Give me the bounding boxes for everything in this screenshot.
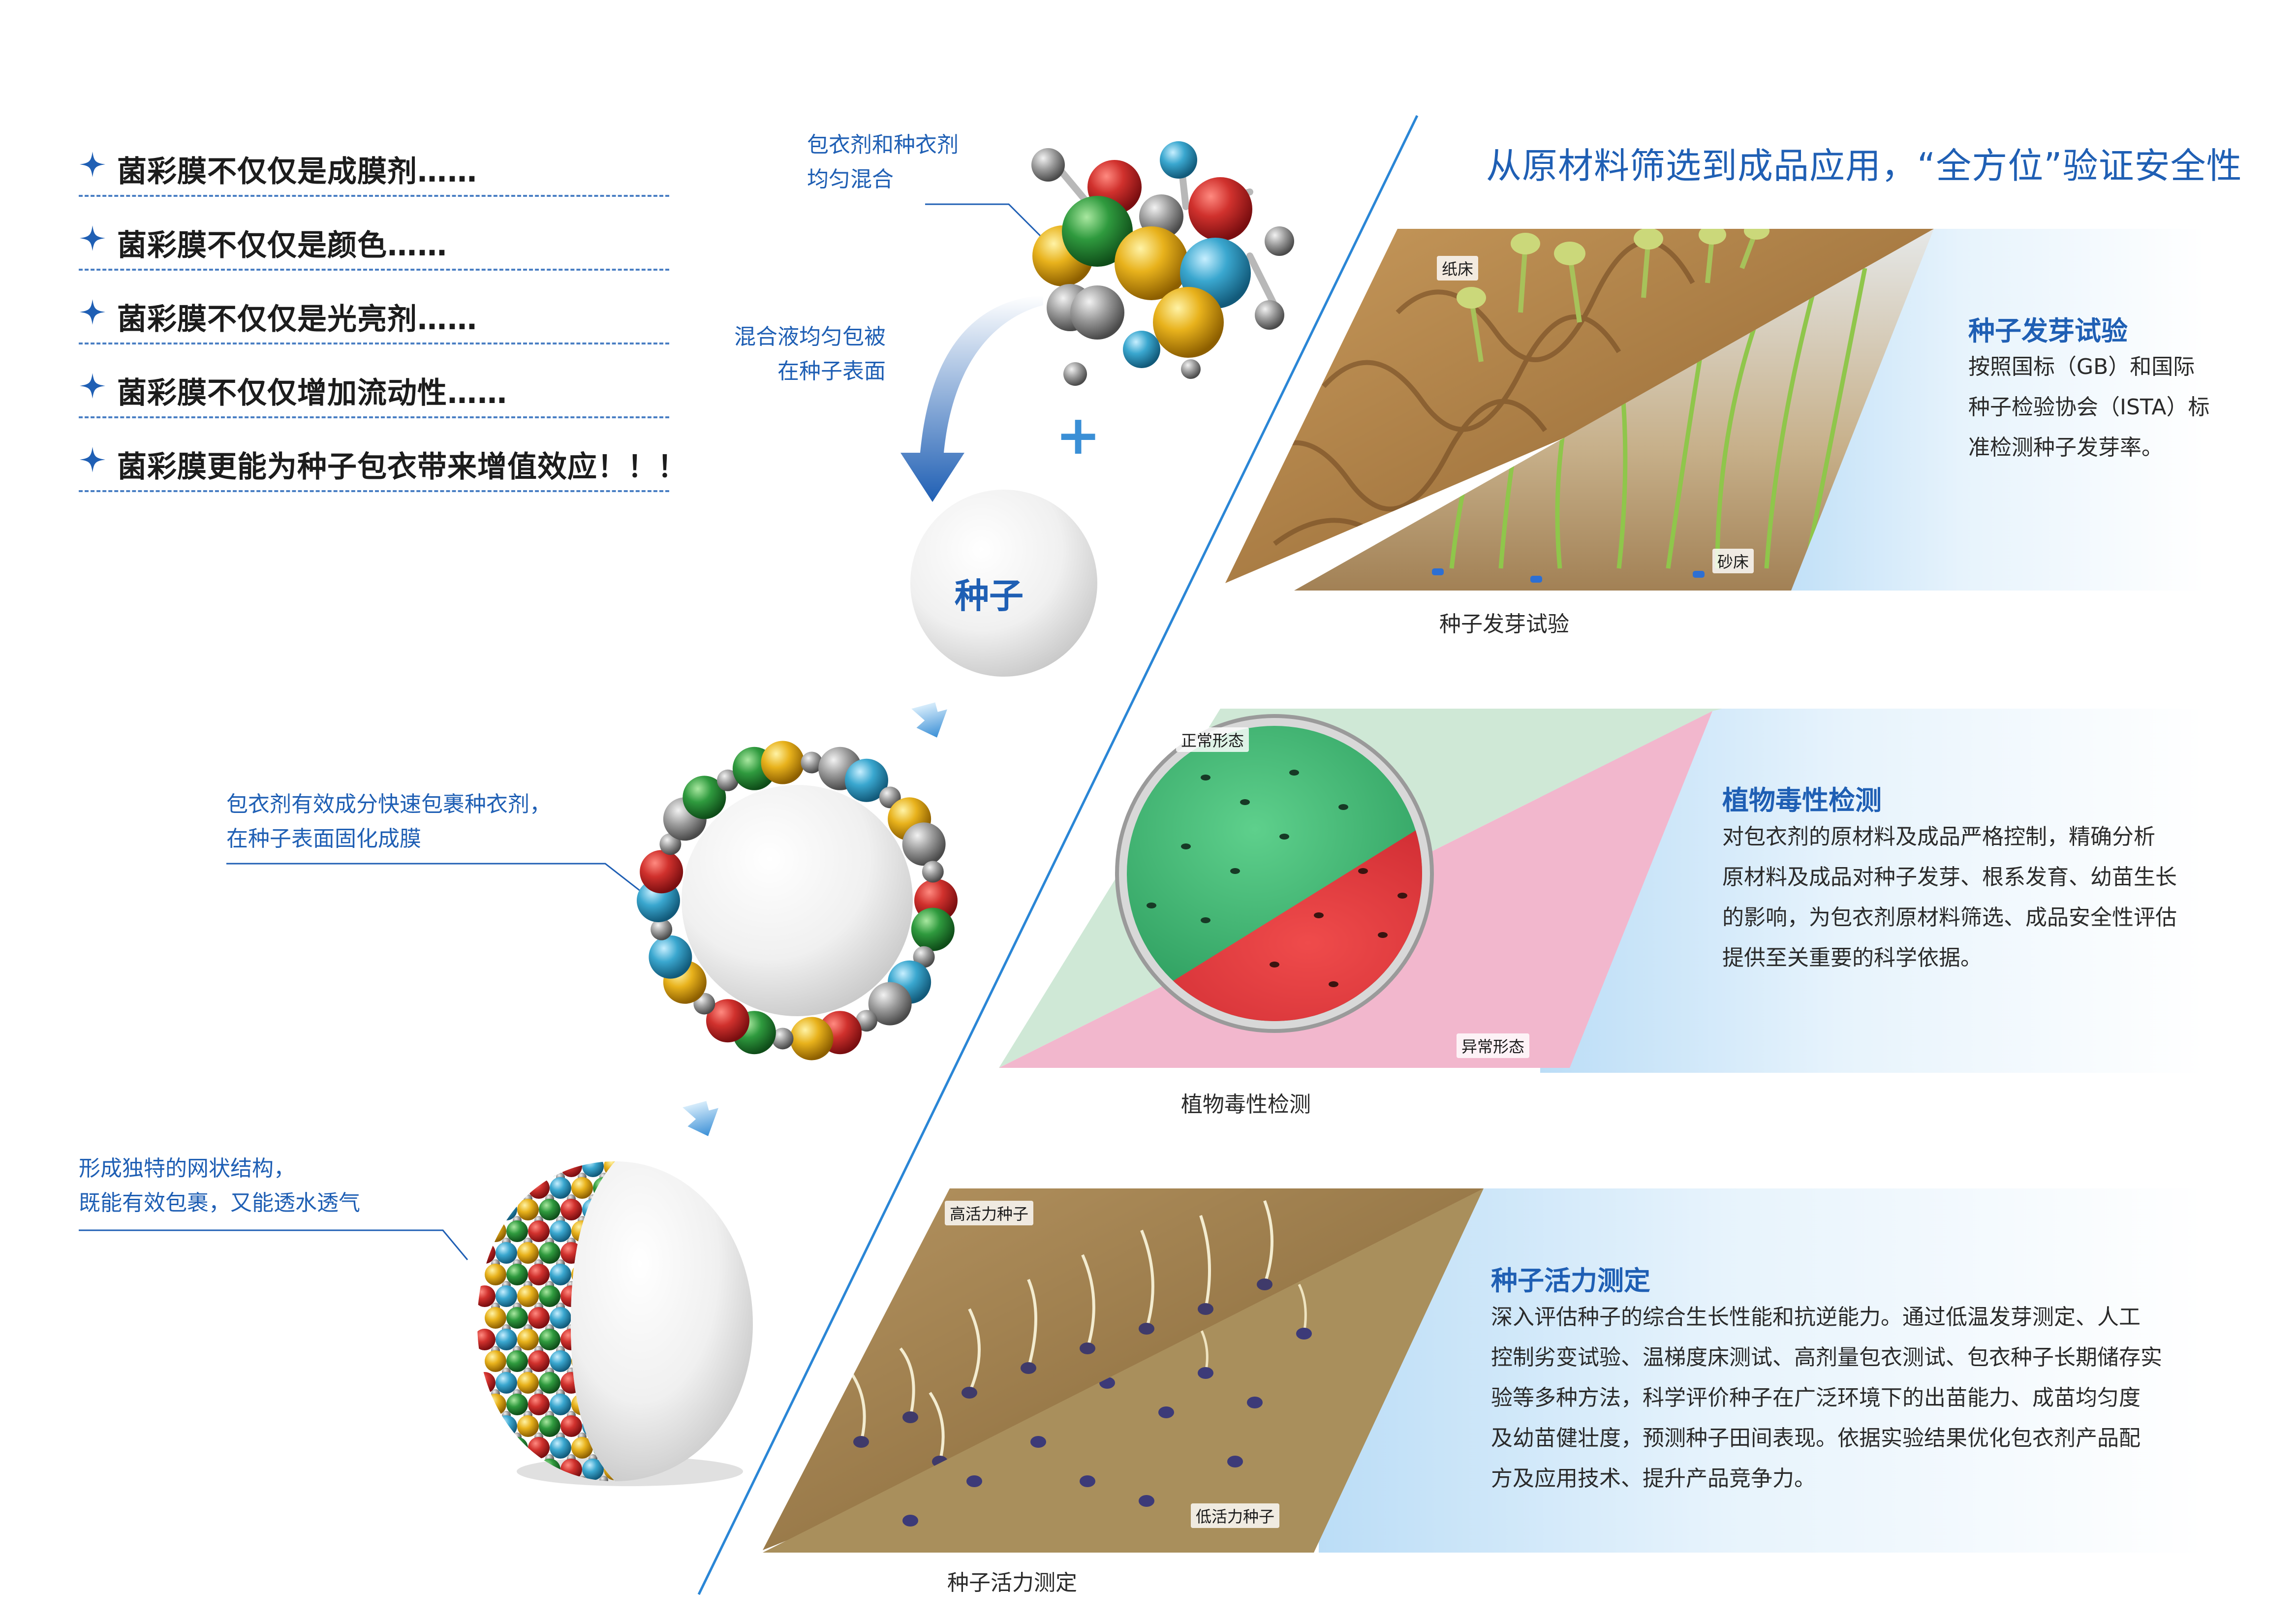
section-background [1319, 1188, 2204, 1553]
molecule-cluster-illustration [1031, 141, 1294, 386]
claim-item: 菌彩膜不仅仅是光亮剂…… [79, 284, 669, 358]
process-note-coat: 混合液均匀包被 在种子表面 [734, 324, 886, 384]
mesh-coated-seed-illustration [477, 1161, 753, 1486]
claim-item: 菌彩膜不仅仅是成膜剂…… [79, 137, 669, 211]
seed-sphere-illustration [910, 490, 1097, 677]
process-note-film: 包衣剂有效成分快速包裹种衣剂， 在种子表面固化成膜 [226, 792, 551, 851]
process-note-mix: 包衣剂和种衣剂 均匀混合 [807, 132, 959, 192]
plus-sign: + [1055, 404, 1101, 467]
claim-item: 菌彩膜不仅仅增加流动性…… [79, 358, 669, 432]
claim-text: 菌彩膜不仅仅是光亮剂…… [117, 302, 477, 337]
process-note-structure: 形成独特的网状结构， 既能有效包裹，又能透水透气 [79, 1156, 360, 1216]
leader-line [226, 863, 650, 899]
leader-line [79, 1229, 468, 1260]
section-body: 深入评估种子的综合生长性能和抗逆能力。通过低温发芽测定、人工 控制劣变试验、温梯… [1491, 1305, 2162, 1491]
section-body: 按照国标（GB）和国际 种子检验协会（ISTA）标 准检测种子发芽率。 [1968, 354, 2210, 460]
germination-test-photo [1225, 229, 1934, 591]
main-heading: 从原材料筛选到成品应用，“全方位”验证安全性 [1486, 145, 2242, 187]
dashed-divider [79, 416, 669, 418]
photo-tag: 砂床 [1712, 549, 1754, 573]
section-body: 对包衣剂的原材料及成品严格控制，精确分析 原材料及成品对种子发芽、根系发育、幼苗… [1722, 824, 2177, 970]
photo-tag: 低活力种子 [1191, 1503, 1280, 1528]
claim-text: 菌彩膜更能为种子包衣带来增值效应！！！ [117, 450, 687, 484]
seed-vigor-test-photo [763, 1188, 1484, 1553]
photo-tag: 高活力种子 [945, 1201, 1034, 1225]
sparkle-star-icon [80, 447, 105, 472]
dashed-divider [79, 195, 669, 197]
arrow-down-icon [683, 1101, 718, 1136]
dashed-divider [79, 269, 669, 271]
section-title: 种子发芽试验 [1968, 315, 2128, 346]
phytotoxicity-test-photo [999, 709, 1722, 1068]
leader-line [925, 203, 1044, 240]
photo-tag: 异常形态 [1457, 1033, 1530, 1058]
claim-text: 菌彩膜不仅仅是成膜剂…… [117, 155, 477, 189]
claim-text: 菌彩膜不仅仅是颜色…… [117, 228, 447, 263]
claim-text: 菌彩膜不仅仅增加流动性…… [117, 376, 507, 410]
photo-caption: 种子活力测定 [947, 1570, 1077, 1595]
coated-seed-ring-illustration [637, 741, 958, 1060]
sparkle-star-icon [80, 299, 105, 325]
arrow-down-icon [911, 702, 947, 738]
seed-label: 种子 [955, 576, 1024, 616]
section-title: 植物毒性检测 [1722, 785, 1882, 816]
sparkle-star-icon [80, 152, 105, 177]
photo-tag: 纸床 [1437, 256, 1479, 281]
claim-item: 菌彩膜不仅仅是颜色…… [79, 211, 669, 284]
dashed-divider [79, 343, 669, 344]
sparkle-star-icon [80, 373, 105, 399]
sparkle-star-icon [80, 225, 105, 251]
section-title: 种子活力测定 [1491, 1265, 1650, 1296]
curved-arrow-icon [900, 295, 1043, 502]
photo-caption: 种子发芽试验 [1439, 612, 1569, 637]
photo-tag: 正常形态 [1176, 727, 1249, 752]
photo-caption: 植物毒性检测 [1181, 1092, 1311, 1117]
dashed-divider [79, 490, 669, 492]
claim-item: 菌彩膜更能为种子包衣带来增值效应！！！ [79, 432, 687, 506]
